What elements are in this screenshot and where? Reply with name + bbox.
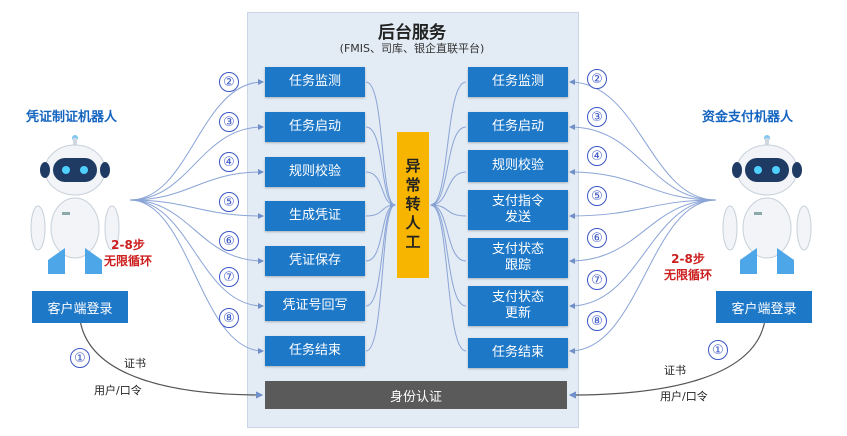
left-step-6: ⑥ [219, 231, 239, 251]
right-loop-label: 2-8步 无限循环 [664, 252, 712, 283]
right-step-8: ⑧ [587, 311, 607, 331]
left-task-start: 任务启动 [265, 112, 365, 142]
right-step-4: ④ [587, 146, 607, 166]
right-task-end: 任务结束 [468, 338, 568, 368]
right-task-rule-check: 规则校验 [468, 150, 568, 182]
left-task-generate-voucher: 生成凭证 [265, 201, 365, 231]
left-task-save-voucher: 凭证保存 [265, 246, 365, 276]
right-loop-infinite: 无限循环 [664, 267, 713, 282]
left-task-end: 任务结束 [265, 336, 365, 366]
backend-subtitle: (FMIS、司库、银企直联平台) [339, 42, 485, 55]
left-step-5: ⑤ [219, 192, 239, 212]
left-task-writeback: 凭证号回写 [265, 291, 365, 321]
right-task-track-status: 支付状态 跟踪 [468, 238, 568, 278]
left-robot-icon [30, 135, 120, 274]
left-user-label: 用户/口令 [94, 384, 142, 397]
right-step-2: ② [587, 69, 607, 89]
left-robot-name: 凭证制证机器人 [26, 110, 118, 125]
left-loop-infinite: 无限循环 [104, 253, 153, 268]
right-user-label: 用户/口令 [660, 390, 708, 403]
exception-manual-box: 异常转人工 [397, 132, 429, 278]
right-client-login: 客户端登录 [716, 291, 812, 323]
left-step-2: ② [219, 72, 239, 92]
left-step-3: ③ [219, 112, 239, 132]
right-task-update-status: 支付状态 更新 [468, 286, 568, 326]
right-step-7: ⑦ [587, 270, 607, 290]
right-loop-steps: 2-8步 [671, 252, 705, 266]
right-step-1: ① [708, 340, 728, 360]
left-client-login: 客户端登录 [32, 291, 128, 323]
left-step-4: ④ [219, 152, 239, 172]
right-step-3: ③ [587, 107, 607, 127]
left-loop-label: 2-8步 无限循环 [104, 238, 152, 269]
right-task-send-instruction: 支付指令 发送 [468, 190, 568, 230]
left-task-rule-check: 规则校验 [265, 157, 365, 187]
right-task-monitor: 任务监测 [468, 67, 568, 97]
left-cert-label: 证书 [124, 357, 146, 370]
left-task-monitor: 任务监测 [265, 67, 365, 97]
right-robot-icon [722, 135, 812, 274]
left-step-7: ⑦ [219, 267, 239, 287]
left-step-1: ① [70, 348, 90, 368]
left-loop-steps: 2-8步 [111, 238, 145, 252]
left-step-8: ⑧ [219, 308, 239, 328]
right-step-5: ⑤ [587, 186, 607, 206]
right-step-6: ⑥ [587, 228, 607, 248]
right-task-start: 任务启动 [468, 112, 568, 142]
right-cert-label: 证书 [664, 364, 686, 377]
right-robot-name: 资金支付机器人 [702, 110, 794, 125]
identity-auth-bar: 身份认证 [265, 381, 567, 409]
backend-title: 后台服务 [378, 23, 446, 43]
